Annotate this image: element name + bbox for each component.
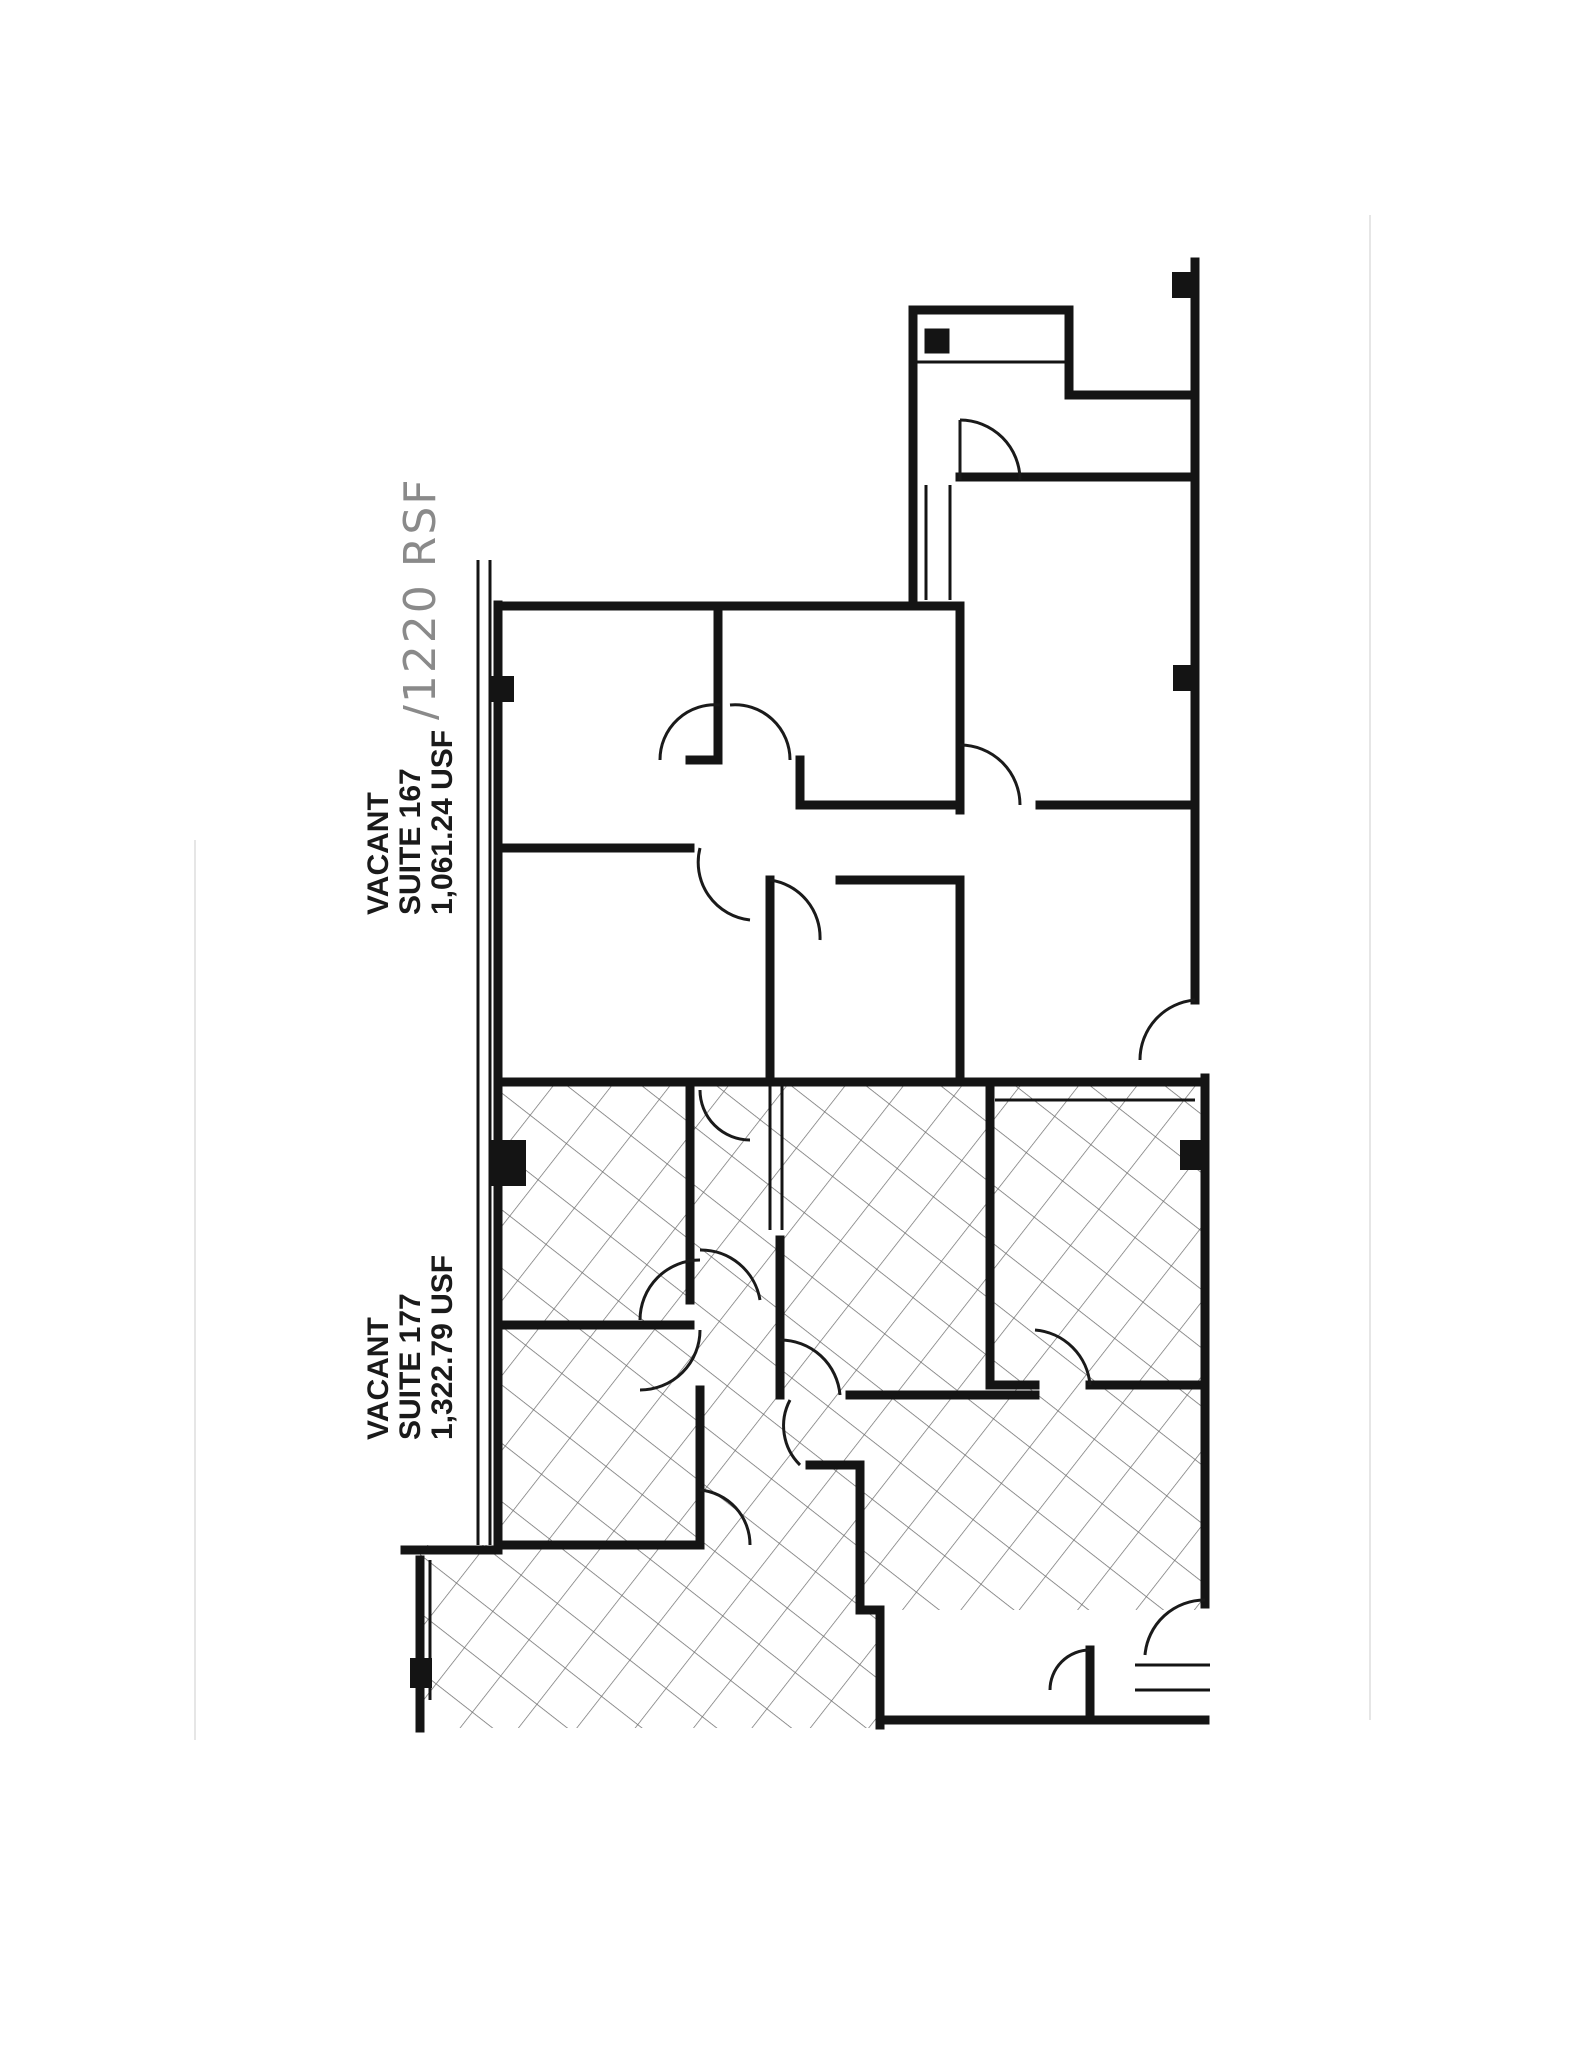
suite-177-label: VACANT SUITE 177 1,322.79 USF bbox=[362, 1255, 459, 1440]
suite-177-number: SUITE 177 bbox=[394, 1293, 427, 1440]
suite-167-status: VACANT bbox=[362, 792, 395, 915]
suite-177-area: 1,322.79 USF bbox=[426, 1255, 459, 1440]
suite-177-status: VACANT bbox=[362, 1317, 395, 1440]
suite-167-area: 1,061.24 USF bbox=[426, 730, 459, 915]
handwritten-rsf: /1220 RSF bbox=[395, 477, 446, 720]
walls bbox=[400, 257, 1210, 1733]
handwritten-rsf-note: /1220 RSF bbox=[395, 477, 446, 720]
columns bbox=[410, 272, 1204, 1688]
suite-167-number: SUITE 167 bbox=[394, 768, 427, 915]
doors bbox=[638, 418, 1206, 1691]
suite-167-label: VACANT SUITE 167 1,061.24 USF bbox=[362, 730, 459, 915]
suite-177-hatch bbox=[420, 1082, 1205, 1728]
